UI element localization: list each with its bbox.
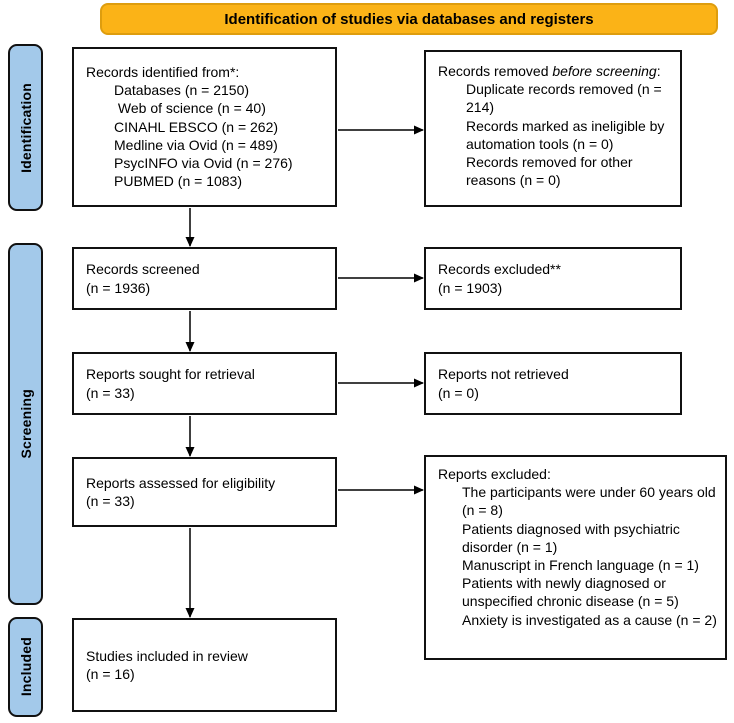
stage-label-text: Screening <box>17 389 34 459</box>
box-reports-assessed: Reports assessed for eligibility (n = 33… <box>72 457 337 527</box>
heading-suffix: : <box>656 63 661 79</box>
box-count: (n = 1903) <box>438 279 503 296</box>
box-line: Reports not retrieved <box>438 366 569 383</box>
box-records-removed-before-screening: Records removed before screening: Duplic… <box>424 50 682 207</box>
removal-item: Duplicate records removed (n = 214) <box>466 81 666 116</box>
box-studies-included: Studies included in review (n = 16) <box>72 618 337 712</box>
exclusion-item: Patients with newly diagnosed or unspeci… <box>462 575 679 610</box>
heading-prefix: Records removed <box>438 63 553 79</box>
banner-label: Identification of studies via databases … <box>224 10 594 28</box>
box-records-excluded: Records excluded** (n = 1903) <box>424 247 682 310</box>
box-line: Reports sought for retrieval <box>86 366 255 383</box>
box-line: Studies included in review <box>86 647 248 664</box>
source-item: Databases (n = 2150) <box>114 82 250 99</box>
box-heading: Records removed before screening: <box>426 62 680 80</box>
box-reports-excluded: Reports excluded: The participants were … <box>424 455 727 660</box>
box-heading: Reports excluded: <box>438 466 551 482</box>
heading-italic: before screening <box>552 63 657 79</box>
box-reports-not-retrieved: Reports not retrieved (n = 0) <box>424 352 682 415</box>
box-count: (n = 33) <box>86 384 135 401</box>
box-line: Records screened <box>86 261 200 278</box>
source-item: PUBMED (n = 1083) <box>114 173 242 190</box>
box-line: Reports assessed for eligibility <box>86 474 276 491</box>
box-records-screened: Records screened (n = 1936) <box>72 247 337 310</box>
removal-item: Records removed for other reasons (n = 0… <box>466 153 637 189</box>
banner-identification-via-databases: Identification of studies via databases … <box>100 3 718 35</box>
box-heading: Records identified from*: <box>86 64 240 80</box>
exclusion-item: Patients diagnosed with psychiatric diso… <box>462 520 684 555</box>
exclusion-item: The participants were under 60 years old… <box>462 484 720 519</box>
box-reports-sought: Reports sought for retrieval (n = 33) <box>72 352 337 415</box>
stage-label-text: Identification <box>17 82 34 173</box>
stage-label-identification: Identification <box>8 44 43 211</box>
box-count: (n = 33) <box>86 493 135 509</box>
source-item: PsycINFO via Ovid (n = 276) <box>114 154 293 171</box>
stage-label-screening: Screening <box>8 243 43 605</box>
box-count: (n = 1936) <box>86 279 151 296</box>
source-item: Medline via Ovid (n = 489) <box>114 136 278 153</box>
box-count: (n = 16) <box>86 666 135 682</box>
source-item: CINAHL EBSCO (n = 262) <box>114 118 279 135</box>
source-item: Web of science (n = 40) <box>114 100 266 117</box>
box-count: (n = 0) <box>438 384 479 401</box>
stage-label-included: Included <box>8 617 43 717</box>
box-records-identified: Records identified from*: Databases (n =… <box>72 47 337 207</box>
stage-label-text: Included <box>17 637 34 697</box>
exclusion-item: Anxiety is investigated as a cause (n = … <box>462 611 717 628</box>
exclusion-item: Manuscript in French language (n = 1) <box>462 556 699 573</box>
removal-item: Records marked as ineligible by automati… <box>466 117 669 152</box>
box-line: Records excluded** <box>438 261 561 278</box>
